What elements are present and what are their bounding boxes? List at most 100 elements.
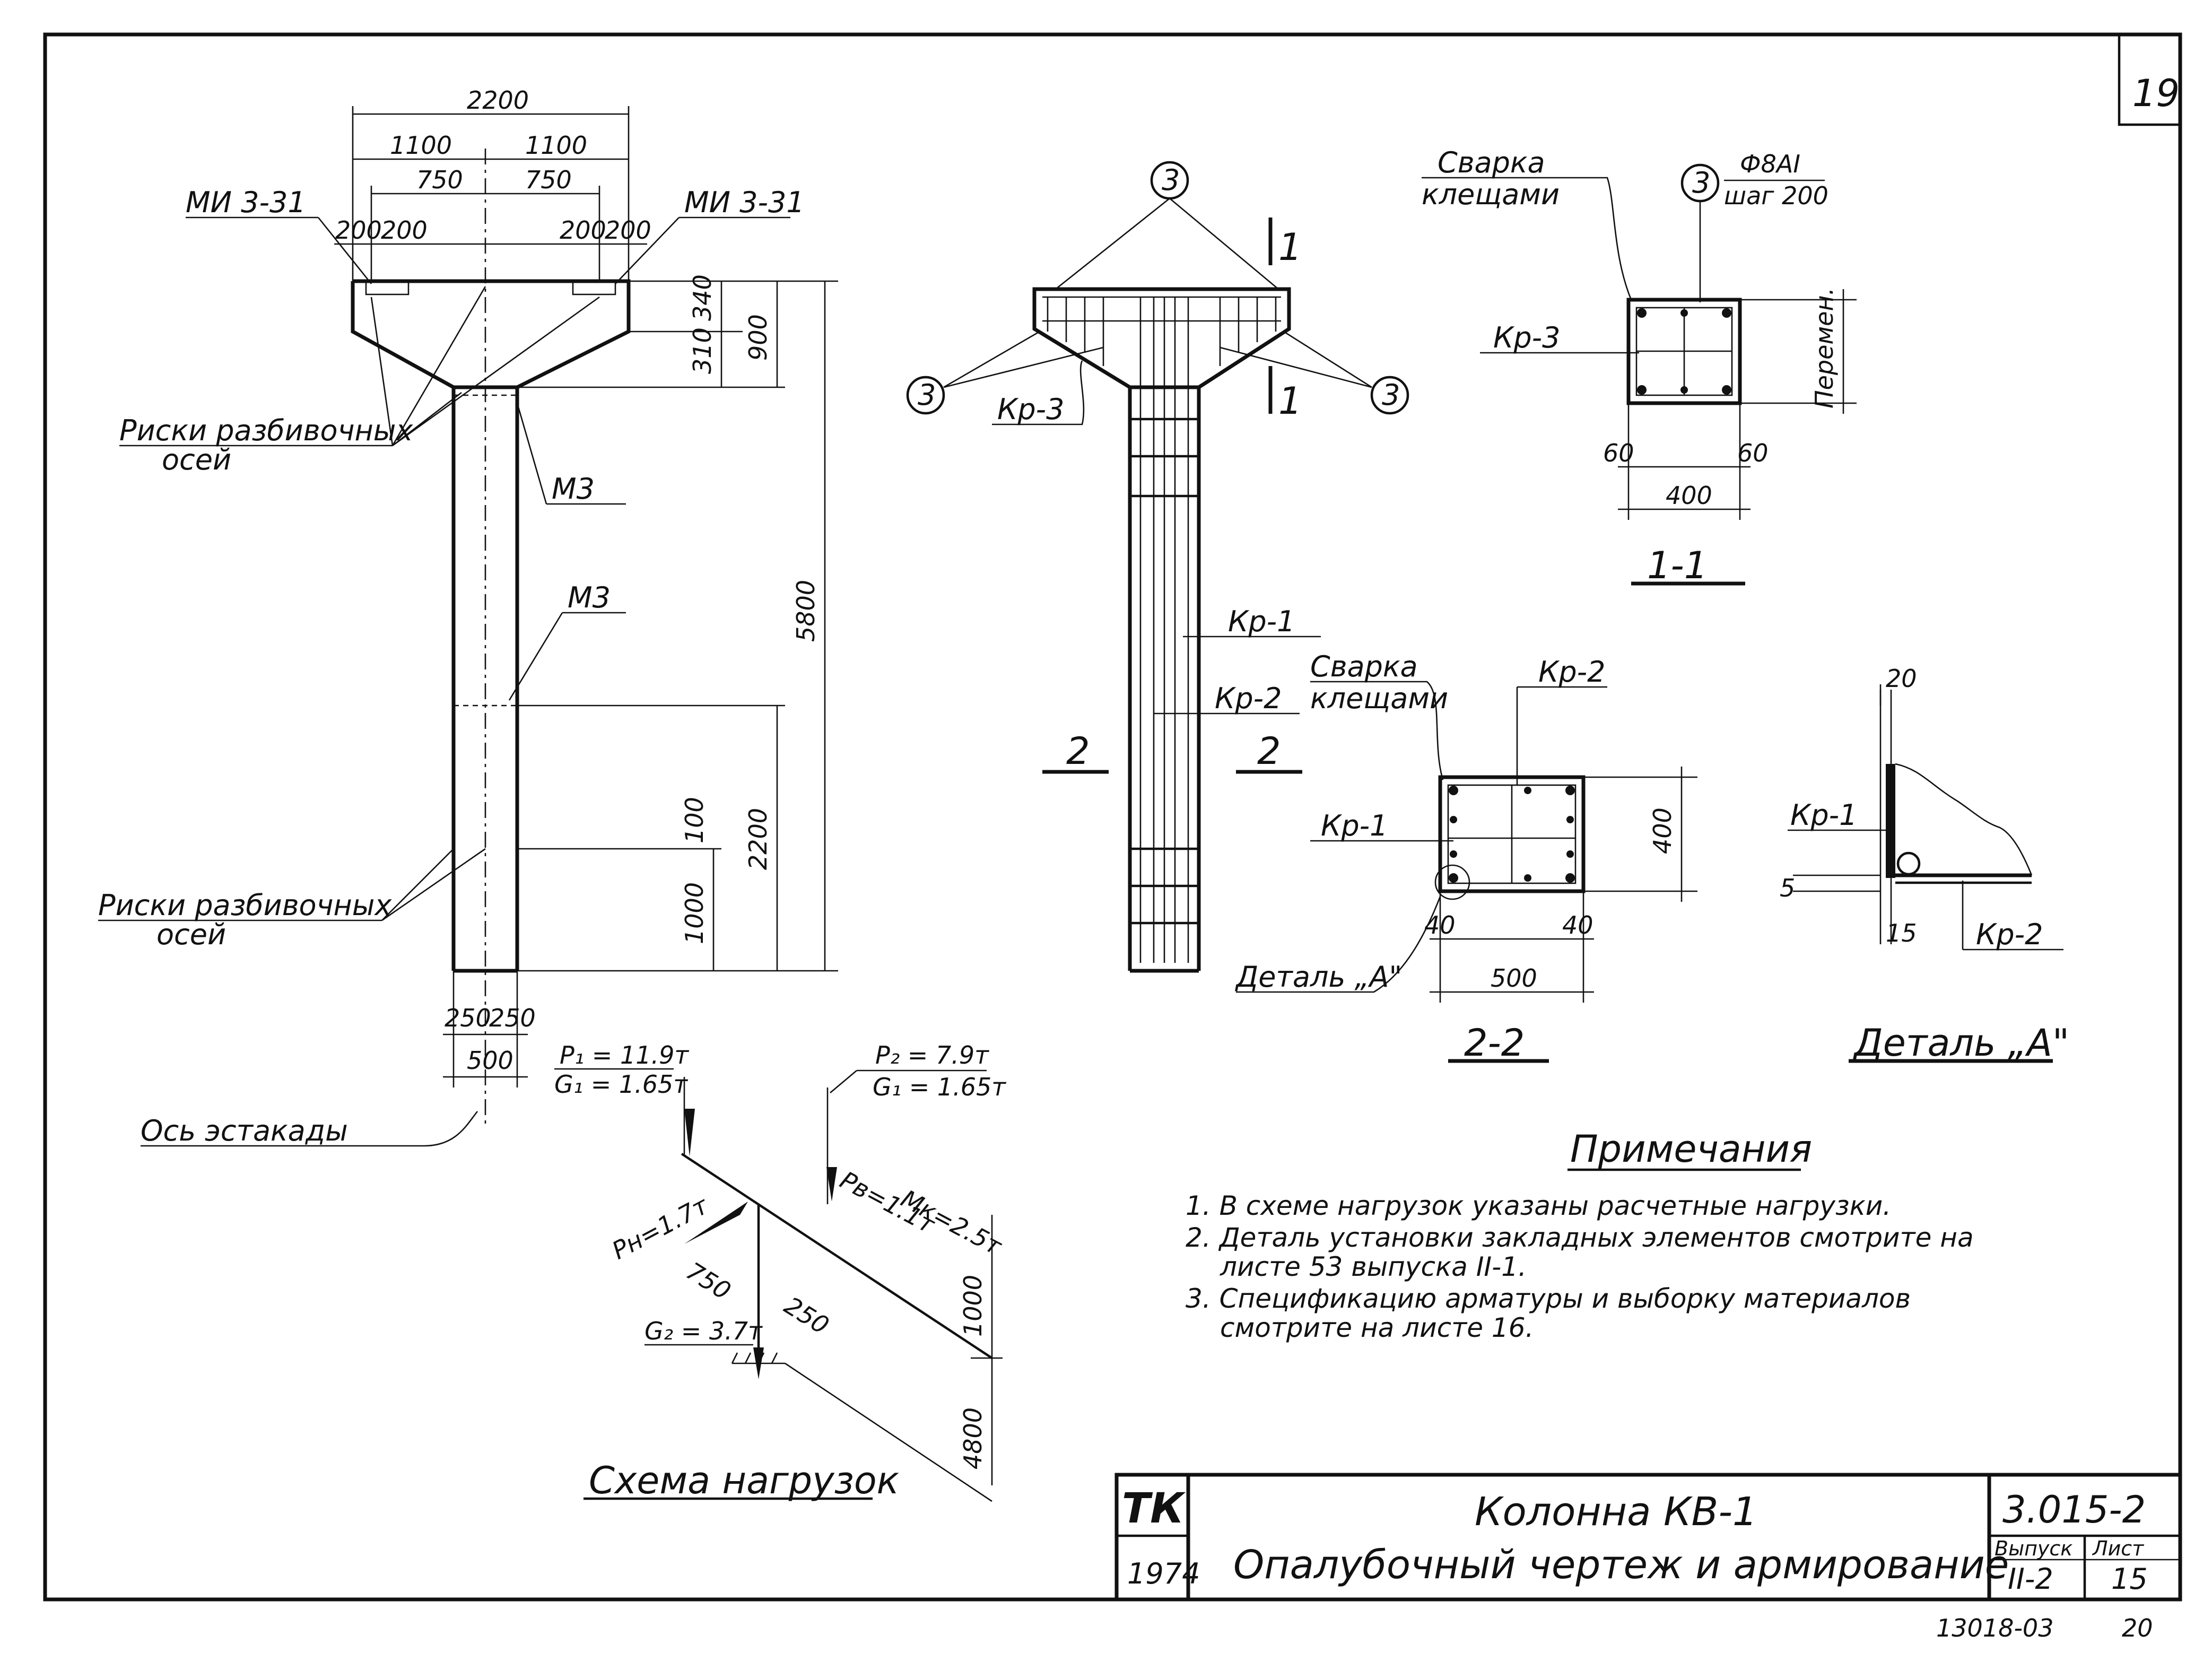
load-dim-750: 750 [681, 1257, 736, 1306]
label-m3-lower: М3 [568, 581, 611, 614]
label-riski-bottom-1: Риски разбивочных [98, 889, 392, 922]
dim-500: 500 [467, 1046, 513, 1075]
label-riski-bottom-2: осей [156, 918, 226, 951]
detail-kr1: Кр-1 [1790, 798, 1857, 832]
note-2: 2. Деталь установки закладных элементов … [1186, 1222, 1974, 1253]
year: 1974 [1127, 1557, 1200, 1590]
dim-250-left: 250 [445, 1004, 491, 1032]
variable-dim: Перемен. [1810, 288, 1839, 408]
circle-mark-right: 3 [1382, 378, 1400, 412]
load-g2: G₂ = 3.7т [645, 1317, 763, 1345]
cut-2-left: 2 [1066, 729, 1090, 773]
label-m3-upper: М3 [552, 472, 595, 506]
load-g1-left: G₁ = 1.65т [554, 1070, 688, 1099]
dim-5800: 5800 [791, 580, 820, 642]
weld-label-1-1a: Сварка [1438, 146, 1545, 179]
note-1: 1. В схеме нагрузок указаны расчетные на… [1186, 1190, 1891, 1221]
load-ph: Pн=1.7т [607, 1190, 713, 1265]
bar-spec: Ф8АI [1740, 150, 1800, 178]
dim-1100-left: 1100 [390, 131, 452, 160]
page-number-box: 19 [2118, 34, 2180, 126]
weld-label-2-2b: клещами [1310, 682, 1448, 715]
bottom-code: 13018-03 [1936, 1614, 2053, 1642]
dim-340: 340 [688, 274, 717, 321]
title-block: ТК 1974 Колонна КВ-1 Опалубочный чертеж … [1114, 1473, 2182, 1602]
title-line-1: Колонна КВ-1 [1475, 1489, 1757, 1535]
caption-detail-a: Деталь „А" [1852, 1021, 2069, 1065]
note-3: 3. Спецификацию арматуры и выборку матер… [1186, 1283, 1911, 1314]
detail-a: 20 Кр-1 5 15 Кр-2 Деталь „А" [1780, 664, 2069, 1065]
dim-900: 900 [744, 314, 772, 361]
dim-400-1-1: 400 [1666, 481, 1712, 510]
notes-heading: Примечания [1570, 1127, 1812, 1171]
load-scheme: P₁ = 11.9т G₁ = 1.65т P₂ = 7.9т G₁ = 1.6… [554, 1041, 1007, 1502]
note-2-cont: листе 53 выпуска II-1. [1220, 1251, 1527, 1282]
detail-ref: Деталь „А" [1235, 960, 1402, 994]
cut-1-bottom: 1 [1278, 379, 1302, 423]
issue-label: Выпуск [1995, 1537, 2072, 1560]
label-kr2: Кр-2 [1215, 682, 1282, 715]
dim-310: 310 [688, 327, 717, 374]
label-axis: Ось эстакады [141, 1114, 348, 1147]
dim-500-2-2: 500 [1491, 964, 1537, 993]
doc-code: 3.015-2 [2002, 1488, 2146, 1532]
dim-750-right: 750 [525, 166, 572, 194]
label-kr1-2-2: Кр-1 [1321, 809, 1388, 842]
sheet-value: 15 [2111, 1562, 2148, 1596]
detail-kr2: Кр-2 [1976, 918, 2043, 951]
logo-tk: ТК [1122, 1485, 1186, 1533]
detail-dim-20: 20 [1886, 664, 1917, 693]
caption-load-scheme: Схема нагрузок [589, 1459, 899, 1502]
dim-750-left: 750 [416, 166, 463, 194]
dim-250-right: 250 [489, 1004, 536, 1032]
label-riski-top-1: Риски разбивочных [119, 414, 413, 447]
note-3-cont: смотрите на листе 16. [1220, 1312, 1534, 1343]
column-elevation: 2200 1100 1100 750 750 200 200 200 200 3… [98, 86, 838, 1147]
page-number: 19 [2132, 72, 2180, 115]
dim-60-right: 60 [1737, 439, 1769, 467]
weld-label-2-2a: Сварка [1310, 650, 1418, 683]
bottom-sheet: 20 [2122, 1614, 2153, 1642]
section-2-2: Сварка клещами Кр-2 Кр-1 400 40 40 500 Д… [1235, 650, 1697, 1065]
dim-1100-right: 1100 [525, 131, 587, 160]
dim-400-2-2: 400 [1648, 807, 1677, 854]
load-g1-right: G₁ = 1.65т [873, 1073, 1006, 1101]
dim-2200: 2200 [467, 86, 529, 115]
caption-2-2: 2-2 [1464, 1021, 1525, 1065]
dim-200-4: 200 [605, 216, 651, 245]
dim-200-2: 200 [381, 216, 428, 245]
label-mi-right: МИ 3-31 [684, 186, 805, 219]
label-mi-left: МИ 3-31 [186, 186, 306, 219]
title-line-2: Опалубочный чертеж и армирование [1233, 1542, 2009, 1588]
label-kr3: Кр-3 [997, 393, 1064, 426]
circle-mark-left: 3 [918, 378, 936, 412]
dim-40-right: 40 [1562, 911, 1593, 939]
section-1-1: Сварка клещами 3 Ф8АI шаг 200 Кр-3 Перем… [1422, 146, 1857, 587]
sheet-label: Лист [2092, 1537, 2145, 1560]
load-dim-1000: 1000 [959, 1275, 987, 1337]
dim-1000: 1000 [680, 882, 709, 944]
dim-200-3: 200 [560, 216, 606, 245]
dim-40-left: 40 [1424, 911, 1456, 939]
issue-value: II-2 [2008, 1562, 2053, 1596]
caption-1-1: 1-1 [1647, 544, 1708, 587]
load-p2: P₂ = 7.9т [875, 1041, 989, 1069]
circle-mark-top: 3 [1162, 163, 1180, 197]
label-kr3-1-1: Кр-3 [1493, 321, 1560, 354]
label-kr2-2-2: Кр-2 [1538, 655, 1605, 689]
bar-step: шаг 200 [1724, 181, 1828, 210]
circle-mark-1-1: 3 [1692, 166, 1710, 199]
sheet-frame [43, 32, 2182, 1602]
load-dim-4800: 4800 [959, 1407, 987, 1469]
label-riski-top-2: осей [162, 443, 231, 476]
dim-200-1: 200 [335, 216, 382, 245]
load-p1: P₁ = 11.9т [560, 1041, 689, 1069]
weld-label-1-1b: клещами [1422, 178, 1560, 211]
dim-60-left: 60 [1603, 439, 1634, 467]
notes: Примечания 1. В схеме нагрузок указаны р… [1186, 1127, 1974, 1343]
dim-2200-lower: 2200 [744, 808, 772, 870]
cut-1-top: 1 [1278, 225, 1302, 269]
cut-2-right: 2 [1257, 729, 1281, 773]
detail-dim-15: 15 [1886, 919, 1917, 947]
